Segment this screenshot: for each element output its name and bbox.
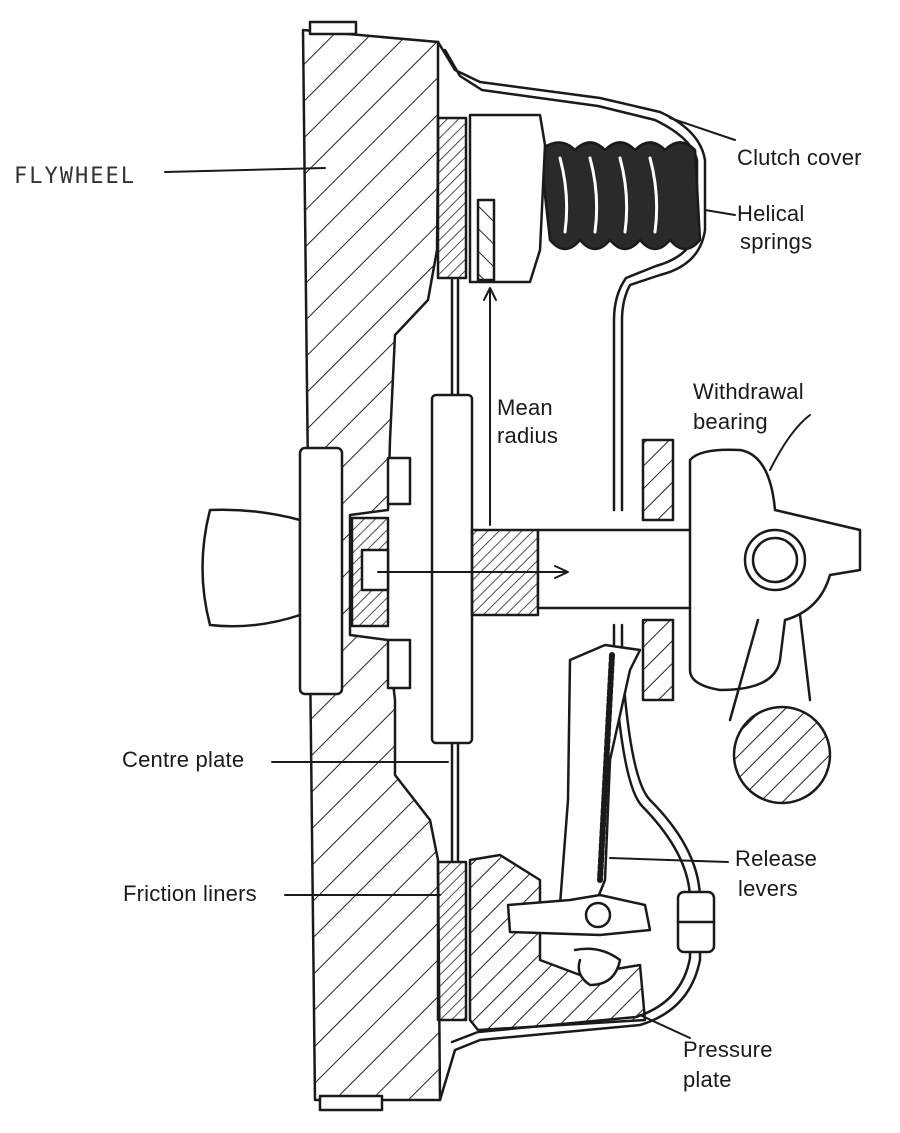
label-pressure-plate-2: plate xyxy=(683,1067,732,1092)
label-friction-liners: Friction liners xyxy=(123,881,257,906)
leader-pressure-plate xyxy=(639,1014,691,1039)
release-lever xyxy=(558,643,642,907)
label-mean-radius-1: Mean xyxy=(497,395,553,420)
label-mean-radius-2: radius xyxy=(497,423,559,448)
withdrawal-fork-arm xyxy=(728,613,812,722)
friction-liners-upper xyxy=(436,116,468,280)
label-helical-springs-2: springs xyxy=(740,229,813,254)
label-pressure-plate-1: Pressure xyxy=(683,1037,773,1062)
friction-liners-lower xyxy=(436,860,468,1022)
pressure-plate-lower xyxy=(468,853,647,1032)
leader-clutch-cover xyxy=(669,117,736,141)
label-withdrawal-bearing-2: bearing xyxy=(693,409,768,434)
withdrawal-bearing-race-lower xyxy=(641,618,675,702)
lever-hook xyxy=(573,947,622,987)
label-helical-springs-1: Helical xyxy=(737,201,805,226)
leader-helical-springs xyxy=(704,209,736,216)
label-release-levers-1: Release xyxy=(735,846,818,871)
lever-pivot-strut xyxy=(506,893,652,937)
output-shaft xyxy=(536,528,720,610)
leader-release-levers xyxy=(609,857,729,863)
shaft-flange xyxy=(298,446,344,696)
bolt-upper xyxy=(386,456,412,506)
leader-flywheel xyxy=(164,167,326,173)
leader-withdrawal-bearing xyxy=(769,414,811,471)
helical-spring xyxy=(538,141,702,251)
label-withdrawal-bearing-1: Withdrawal xyxy=(693,379,804,404)
label-centre-plate: Centre plate xyxy=(122,747,245,772)
label-release-levers-2: levers xyxy=(738,876,798,901)
label-flywheel: FLYWHEEL xyxy=(14,164,136,189)
bolt-lower xyxy=(386,638,412,690)
lever-pivot-pin xyxy=(584,901,612,929)
withdrawal-bearing-race-upper xyxy=(641,438,675,522)
input-shaft xyxy=(201,508,302,628)
label-clutch-cover: Clutch cover xyxy=(737,145,862,170)
fork-shaft-section xyxy=(732,705,832,805)
centre-plate-hub xyxy=(430,393,474,745)
